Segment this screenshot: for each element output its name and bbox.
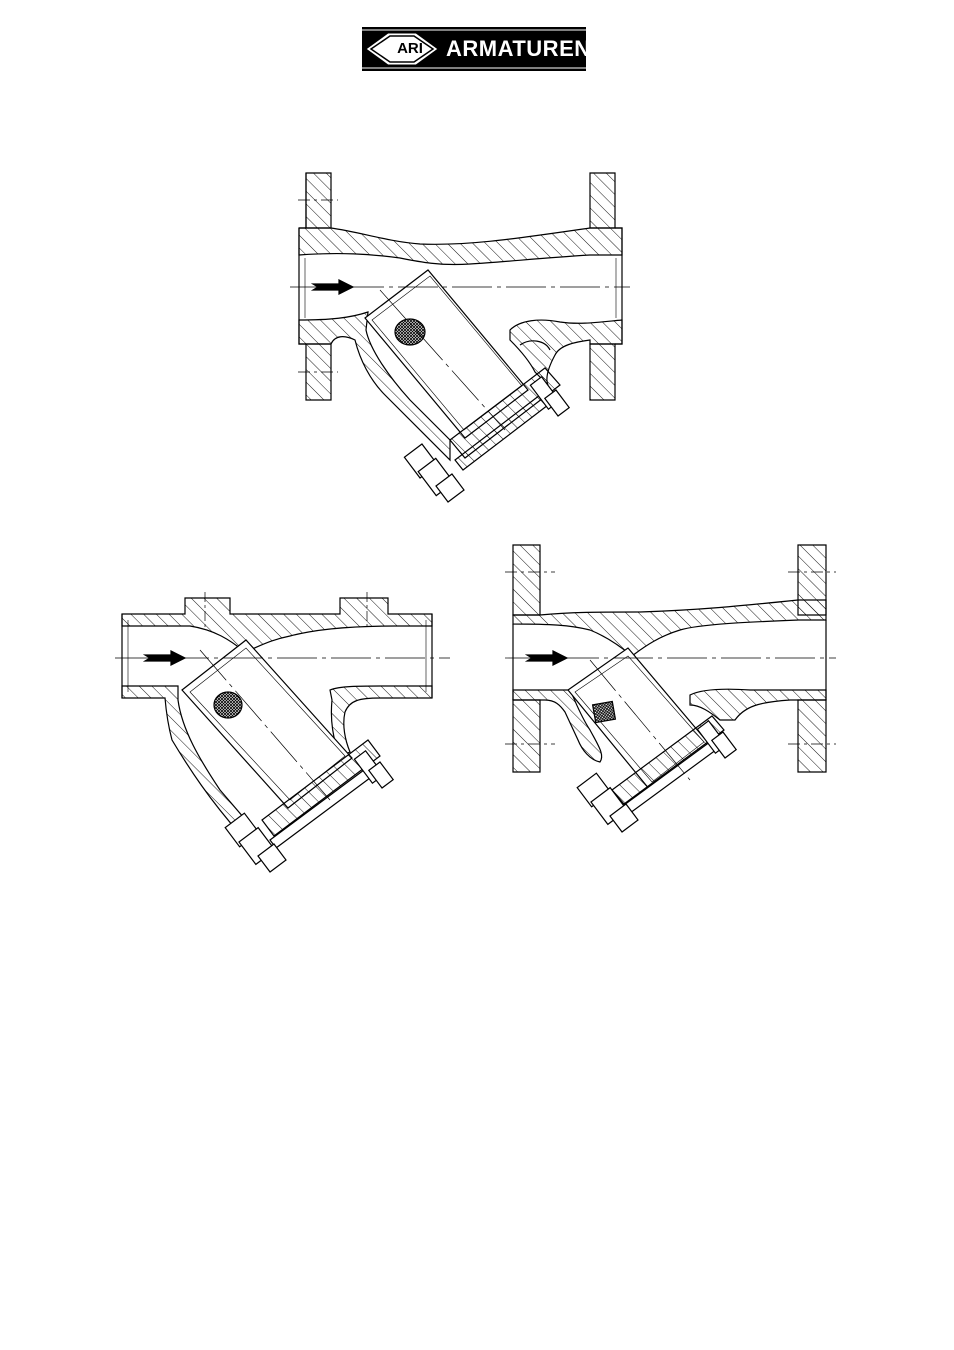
body-wall-upper <box>513 600 826 656</box>
outlet-flange <box>590 173 615 228</box>
body-wall-lower-right <box>330 686 432 756</box>
body-wall-upper <box>299 228 622 265</box>
body-wall-upper <box>122 598 432 652</box>
flow-arrow <box>313 280 353 294</box>
drain-bolt <box>404 444 464 502</box>
screen-mesh <box>593 701 616 722</box>
screen-mesh <box>214 692 242 718</box>
flow-arrow <box>527 651 567 665</box>
flanged-strainer-top <box>290 173 630 502</box>
screen-mesh <box>395 319 425 345</box>
inlet-flange <box>513 545 540 615</box>
inlet-flange <box>306 173 331 228</box>
flanged-strainer-bottom-right <box>505 545 836 832</box>
threaded-strainer-bottom-left <box>115 592 450 872</box>
flow-arrow <box>145 651 185 665</box>
